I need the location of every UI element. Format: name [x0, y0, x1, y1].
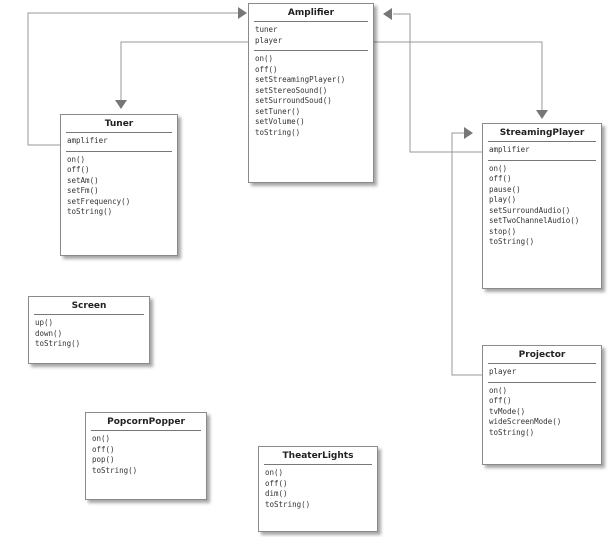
arrowhead-to-streamingplayer-left: [464, 127, 473, 139]
method: off(): [489, 174, 512, 183]
method: on(): [489, 385, 508, 395]
compartment-divider: [66, 132, 172, 133]
class-name: TheaterLights: [282, 451, 354, 461]
arrowhead-to-streamingplayer-top: [536, 110, 548, 119]
method: play(): [489, 195, 517, 204]
compartment-divider: [488, 363, 596, 364]
assoc-amplifier-player: [374, 41, 543, 110]
method: setStereoSound(): [255, 85, 328, 95]
method: off(): [489, 396, 512, 405]
method: toString(): [489, 427, 535, 437]
compartment-divider: [34, 314, 144, 315]
method: setFrequency(): [67, 196, 131, 206]
class-name: Projector: [518, 350, 566, 360]
method: stop(): [489, 226, 517, 236]
compartment-divider: [488, 141, 596, 142]
methods-compartment: on()off()setAm()setFm()setFrequency()toS…: [61, 152, 177, 222]
compartment-divider: [488, 159, 596, 161]
methods-compartment: on()off()setStreamingPlayer()setStereoSo…: [249, 51, 373, 142]
class-screen[interactable]: Screen up()down()toString(): [28, 296, 150, 364]
methods-compartment: on()off()pop()toString(): [86, 431, 206, 480]
class-name: Tuner: [104, 119, 134, 129]
arrowhead-to-amplifier-left: [238, 7, 247, 19]
attributes-compartment: player: [483, 364, 601, 382]
arrowhead-to-amplifier-right: [383, 8, 392, 20]
attributes-compartment: amplifier: [483, 142, 601, 160]
attribute: amplifier: [489, 145, 530, 154]
compartment-divider: [254, 50, 368, 51]
class-popcornpopper[interactable]: PopcornPopper on()off()pop()toString(): [85, 412, 207, 500]
methods-compartment: on()off()tvMode()wideScreenMode()toStrin…: [483, 383, 601, 443]
assoc-tuner-amplifier: [27, 12, 238, 146]
class-name: Amplifier: [287, 8, 335, 18]
assoc-projector-player: [451, 132, 482, 376]
method: setVolume(): [255, 117, 305, 126]
attribute: amplifier: [67, 136, 108, 145]
method: setSurroundSoud(): [255, 96, 332, 105]
assoc-amplifier-tuner: [120, 41, 248, 100]
method: down(): [35, 328, 63, 338]
method: up(): [35, 318, 54, 327]
class-name: PopcornPopper: [107, 417, 185, 427]
attribute: player: [255, 35, 283, 45]
arrowhead-to-tuner: [115, 100, 127, 109]
method: setTwoChannelAudio(): [489, 216, 580, 225]
method: off(): [265, 478, 288, 488]
method: on(): [92, 434, 111, 443]
methods-compartment: on()off()pause()play()setSurroundAudio()…: [483, 161, 601, 252]
compartment-divider: [254, 21, 368, 22]
method: on(): [67, 154, 86, 164]
method: off(): [92, 444, 115, 454]
compartment-divider: [66, 150, 172, 152]
methods-compartment: up()down()toString(): [29, 315, 149, 354]
assoc-player-amplifier: [393, 13, 482, 153]
method: wideScreenMode(): [489, 417, 562, 426]
method: off(): [255, 64, 278, 74]
class-streamingplayer[interactable]: StreamingPlayer amplifier on()off()pause()…: [482, 123, 602, 289]
method: pause(): [489, 184, 521, 194]
compartment-divider: [91, 430, 201, 431]
method: off(): [67, 165, 90, 174]
method: on(): [265, 468, 284, 477]
class-name: Screen: [71, 301, 107, 311]
method: pop(): [92, 455, 115, 464]
method: toString(): [92, 465, 138, 475]
method: setTuner(): [255, 106, 301, 116]
methods-compartment: on()off()dim()toString(): [259, 465, 377, 514]
method: toString(): [265, 499, 311, 509]
method: setStreamingPlayer(): [255, 75, 346, 84]
class-tuner[interactable]: Tuner amplifier on()off()setAm()setFm()set…: [60, 114, 178, 256]
method: dim(): [265, 489, 288, 498]
method: tvMode(): [489, 406, 526, 416]
method: toString(): [67, 207, 113, 216]
method: setFm(): [67, 186, 99, 195]
attribute: tuner: [255, 25, 278, 34]
method: toString(): [489, 237, 535, 246]
method: setAm(): [67, 175, 99, 185]
method: setSurroundAudio(): [489, 205, 571, 215]
method: on(): [255, 54, 274, 63]
attribute: player: [489, 367, 517, 376]
method: on(): [489, 163, 508, 173]
attributes-compartment: amplifier: [61, 133, 177, 151]
method: toString(): [35, 339, 81, 348]
class-name: StreamingPlayer: [499, 128, 585, 138]
method: toString(): [255, 127, 301, 137]
compartment-divider: [264, 464, 372, 465]
compartment-divider: [488, 381, 596, 383]
class-theaterlights[interactable]: TheaterLights on()off()dim()toString(): [258, 446, 378, 532]
